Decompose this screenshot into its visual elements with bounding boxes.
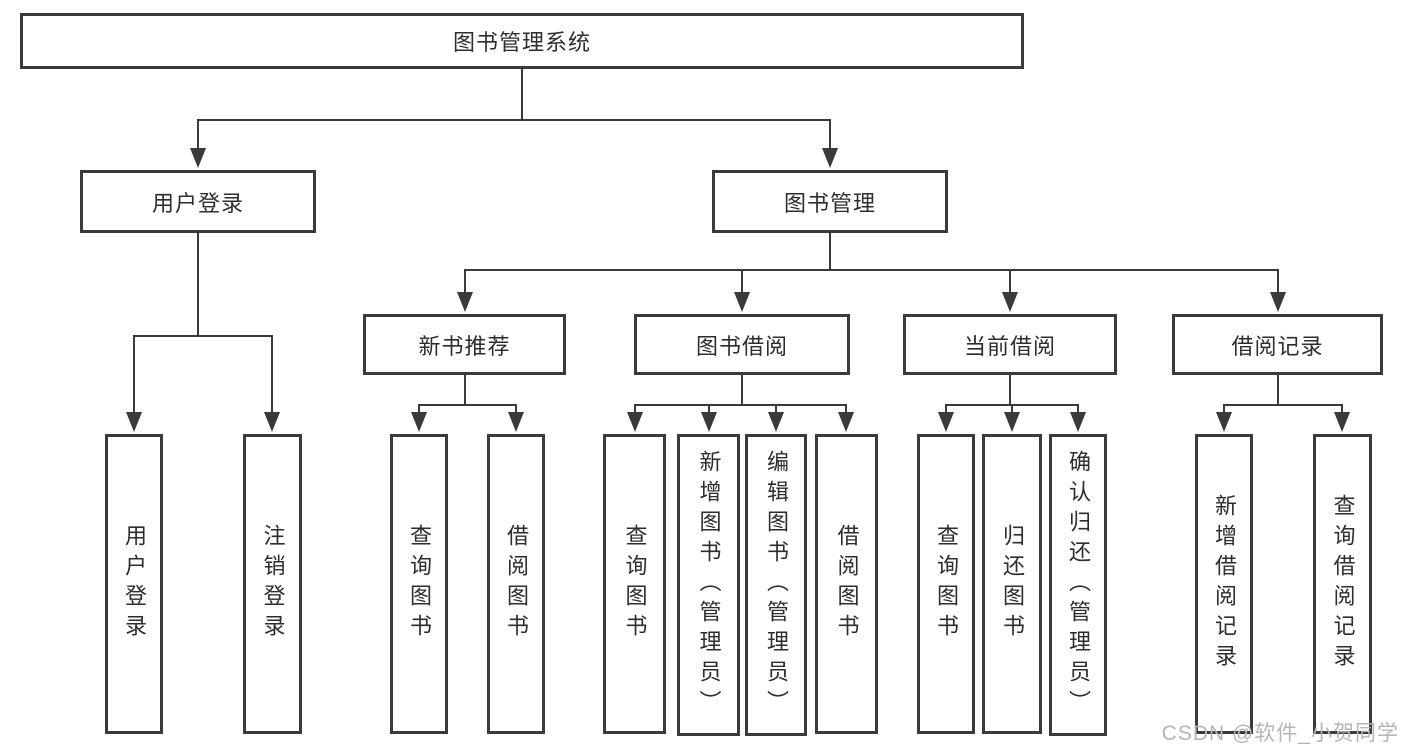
connector-vline — [741, 375, 743, 405]
connector-vline — [197, 233, 199, 336]
connector-vline — [945, 404, 947, 414]
connector-vline — [515, 404, 517, 414]
node-borrowing-records: 借阅记录 — [1172, 314, 1383, 375]
csdn-watermark: CSDN @软件_小贺同学 — [1161, 722, 1399, 745]
arrow-down-icon — [190, 148, 206, 168]
leaf-query-books: 查询图书 — [603, 434, 666, 734]
node-label: 用户登录 — [151, 190, 244, 216]
connector-vline — [464, 269, 466, 294]
arrow-down-icon — [1270, 292, 1286, 312]
arrow-down-icon — [1334, 412, 1350, 432]
leaf-logout: 注销登录 — [243, 434, 302, 734]
connector-vline — [1011, 404, 1013, 414]
connector-vline — [1341, 404, 1343, 414]
connector-vline — [133, 335, 135, 414]
arrow-down-icon — [411, 412, 427, 432]
connector-hline — [418, 404, 517, 406]
node-label: 借阅记录 — [1231, 333, 1324, 359]
node-library-management-system: 图书管理系统 — [20, 13, 1024, 69]
leaf-add-borrow-record: 新增借阅记录 — [1195, 434, 1253, 734]
connector-vline — [1223, 404, 1225, 414]
connector-vline — [1277, 269, 1279, 294]
connector-vline — [464, 375, 466, 405]
leaf-query-books: 查询图书 — [917, 434, 975, 734]
arrow-down-icon — [701, 412, 717, 432]
connector-hline — [634, 404, 847, 406]
connector-hline — [1223, 404, 1343, 406]
leaf-label: 用户登录 — [122, 524, 147, 644]
connector-hline — [133, 335, 273, 337]
arrow-down-icon — [457, 292, 473, 312]
connector-vline — [1277, 375, 1279, 405]
arrow-down-icon — [1004, 412, 1020, 432]
connector-vline — [829, 119, 831, 150]
leaf-label: 借阅图书 — [504, 524, 529, 644]
node-label: 图书借阅 — [695, 333, 788, 359]
leaf-confirm-return-admin: 确认归还（管理员） — [1049, 434, 1107, 736]
leaf-query-books: 查询图书 — [390, 434, 448, 734]
leaf-label: 编辑图书（管理员） — [764, 450, 789, 720]
leaf-label: 确认归还（管理员） — [1066, 450, 1091, 720]
leaf-label: 查询借阅记录 — [1330, 494, 1356, 674]
leaf-query-borrow-record: 查询借阅记录 — [1313, 434, 1372, 734]
connector-hline — [197, 119, 831, 121]
connector-vline — [271, 335, 273, 414]
arrow-down-icon — [1002, 292, 1018, 312]
arrow-down-icon — [508, 412, 524, 432]
leaf-label: 新增借阅记录 — [1212, 494, 1237, 674]
node-label: 图书管理 — [783, 190, 876, 216]
arrow-down-icon — [768, 412, 784, 432]
connector-vline — [418, 404, 420, 414]
leaf-edit-book-admin: 编辑图书（管理员） — [745, 434, 807, 736]
leaf-borrow-books: 借阅图书 — [815, 434, 878, 734]
leaf-label: 借阅图书 — [834, 524, 860, 644]
node-label: 图书管理系统 — [452, 30, 591, 55]
arrow-down-icon — [126, 412, 142, 432]
arrow-down-icon — [938, 412, 954, 432]
node-book-borrowing: 图书借阅 — [634, 314, 850, 375]
leaf-user-login: 用户登录 — [105, 434, 163, 734]
leaf-add-book-admin: 新增图书（管理员） — [677, 434, 740, 736]
node-book-management: 图书管理 — [712, 170, 948, 233]
arrow-down-icon — [627, 412, 643, 432]
connector-vline — [1009, 375, 1011, 405]
arrow-down-icon — [838, 412, 854, 432]
leaf-label: 查询图书 — [934, 524, 959, 644]
arrow-down-icon — [1070, 412, 1086, 432]
connector-vline — [741, 269, 743, 294]
leaf-label: 新增图书（管理员） — [696, 450, 722, 720]
leaf-label: 查询图书 — [407, 524, 432, 644]
node-label: 新书推荐 — [418, 333, 511, 359]
arrow-down-icon — [734, 292, 750, 312]
leaf-label: 归还图书 — [1000, 524, 1025, 644]
connector-vline — [775, 404, 777, 414]
leaf-borrow-books: 借阅图书 — [487, 434, 545, 734]
connector-vline — [829, 233, 831, 270]
node-new-book-recommend: 新书推荐 — [363, 314, 566, 375]
arrow-down-icon — [264, 412, 280, 432]
node-user-login: 用户登录 — [80, 170, 316, 233]
connector-vline — [845, 404, 847, 414]
connector-vline — [1077, 404, 1079, 414]
arrow-down-icon — [822, 148, 838, 168]
leaf-return-books: 归还图书 — [982, 434, 1042, 734]
connector-vline — [634, 404, 636, 414]
leaf-label: 查询图书 — [622, 524, 648, 644]
node-current-borrowing: 当前借阅 — [903, 314, 1117, 375]
connector-vline — [708, 404, 710, 414]
connector-vline — [1009, 269, 1011, 294]
leaf-label: 注销登录 — [260, 524, 286, 644]
connector-hline — [464, 269, 1279, 271]
connector-vline — [521, 69, 523, 120]
arrow-down-icon — [1216, 412, 1232, 432]
connector-vline — [197, 119, 199, 150]
node-label: 当前借阅 — [963, 333, 1056, 359]
